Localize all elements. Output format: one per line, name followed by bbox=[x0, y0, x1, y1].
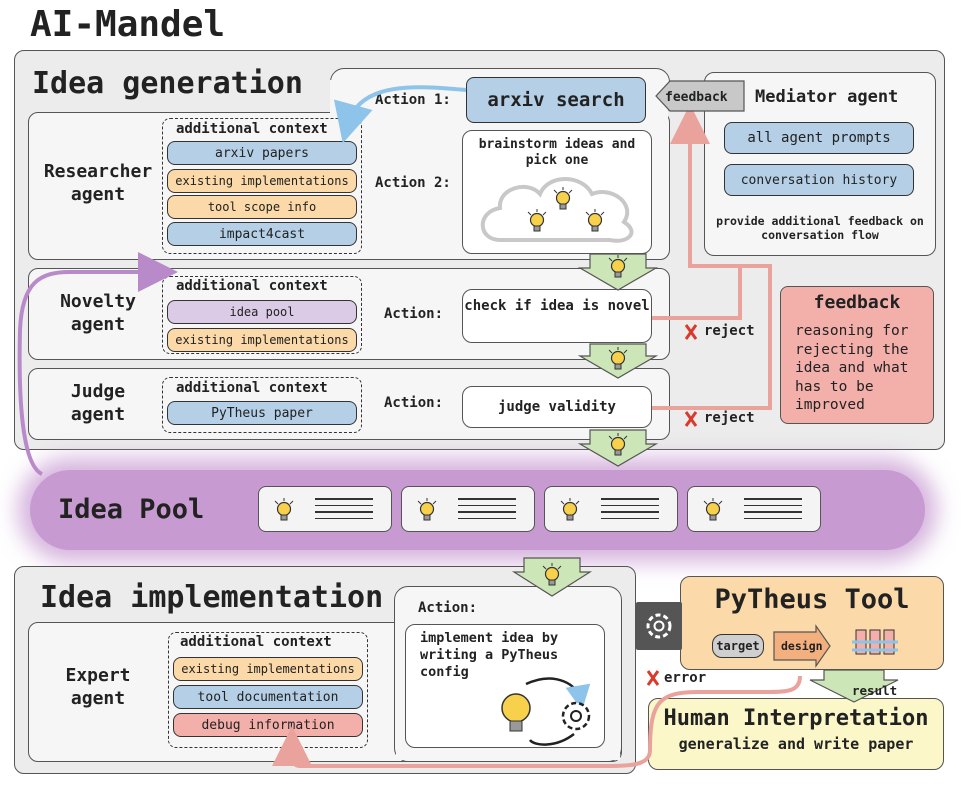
mediator-agent-label: Mediator agent bbox=[755, 87, 899, 107]
pytheus-gear-tab bbox=[636, 602, 682, 650]
context-existing-implementations: existing implementations bbox=[167, 169, 357, 193]
idea-generation-title: Idea generation bbox=[32, 66, 303, 101]
expert-agent-label: Expert agent bbox=[65, 665, 131, 709]
idea-pool-item bbox=[401, 486, 535, 532]
feedback-box-title: feedback bbox=[813, 292, 901, 313]
lightbulb-icon bbox=[417, 498, 437, 521]
context-existing-implementations-novelty: existing implementations bbox=[167, 328, 357, 352]
judge-action-label: Action: bbox=[384, 395, 444, 411]
expert-action-label: Action: bbox=[418, 600, 478, 616]
feedback-box-text: reasoning for rejecting the idea and wha… bbox=[795, 323, 909, 413]
context-idea-pool: idea pool bbox=[167, 300, 357, 324]
feedback-box bbox=[780, 286, 934, 424]
judge-validity-box: judge validity bbox=[462, 386, 652, 428]
context-tool-documentation: tool documentation bbox=[173, 685, 363, 709]
error-label: error bbox=[664, 670, 707, 686]
idea-pool-item bbox=[687, 486, 821, 532]
context-impact4cast: impact4cast bbox=[167, 222, 357, 246]
human-interpretation-title: Human Interpretation bbox=[663, 706, 929, 731]
judge-context-title: additional context bbox=[176, 380, 328, 396]
idea-implementation-title: Idea implementation bbox=[40, 580, 384, 615]
error-x-icon bbox=[646, 670, 660, 686]
mediator-all-agent-prompts: all agent prompts bbox=[724, 122, 914, 154]
text-lines-icon bbox=[744, 498, 802, 524]
context-debug-information: debug information bbox=[173, 713, 363, 737]
context-pytheus-paper: PyTheus paper bbox=[167, 401, 357, 425]
novelty-agent-label: Novelty agent bbox=[60, 291, 136, 335]
lightbulb-icon bbox=[560, 498, 580, 521]
text-lines-icon bbox=[601, 498, 659, 524]
researcher-context-title: additional context bbox=[176, 121, 328, 137]
human-interpretation-subtitle: generalize and write paper bbox=[678, 735, 914, 753]
lightbulb-icon bbox=[703, 498, 723, 521]
pytheus-tool-title: PyTheus Tool bbox=[714, 584, 910, 615]
lightbulb-icon bbox=[274, 498, 294, 521]
novelty-context-title: additional context bbox=[176, 278, 328, 294]
mediator-feedback-tag: feedback bbox=[665, 90, 728, 105]
idea-pool-item bbox=[258, 486, 392, 532]
novelty-action-label: Action: bbox=[384, 306, 444, 322]
pytheus-target-pill: target bbox=[712, 634, 764, 658]
idea-pool-title: Idea Pool bbox=[58, 494, 205, 525]
context-existing-implementations-expert: existing implementations bbox=[173, 657, 363, 681]
context-tool-scope-info: tool scope info bbox=[167, 195, 357, 219]
researcher-agent-label: Researcher agent bbox=[43, 161, 153, 205]
action2-label: Action 2: bbox=[375, 175, 451, 191]
novelty-check-box bbox=[462, 289, 652, 343]
judge-agent-label: Judge agent bbox=[70, 381, 126, 425]
action1-label: Action 1: bbox=[375, 92, 451, 108]
novelty-check-text: check if idea is novel bbox=[464, 298, 650, 314]
arxiv-search-box: arxiv search bbox=[466, 77, 646, 123]
text-lines-icon bbox=[458, 498, 516, 524]
mediator-note: provide additional feedback on conversat… bbox=[716, 214, 924, 242]
pytheus-design-label: design bbox=[781, 639, 823, 653]
expert-context-title: additional context bbox=[180, 634, 332, 650]
result-label: result bbox=[852, 683, 898, 698]
implement-text: implement idea by writing a PyTheus conf… bbox=[420, 630, 559, 680]
idea-pool-item bbox=[544, 486, 678, 532]
judge-reject-label: reject bbox=[704, 410, 755, 426]
context-arxiv-papers: arxiv papers bbox=[167, 141, 357, 165]
diagram-title: AI-Mandel bbox=[30, 4, 226, 45]
novelty-reject-label: reject bbox=[704, 323, 755, 339]
text-lines-icon bbox=[315, 498, 373, 524]
mediator-conversation-history: conversation history bbox=[724, 164, 914, 196]
brainstorm-text: brainstorm ideas and pick one bbox=[478, 137, 636, 168]
